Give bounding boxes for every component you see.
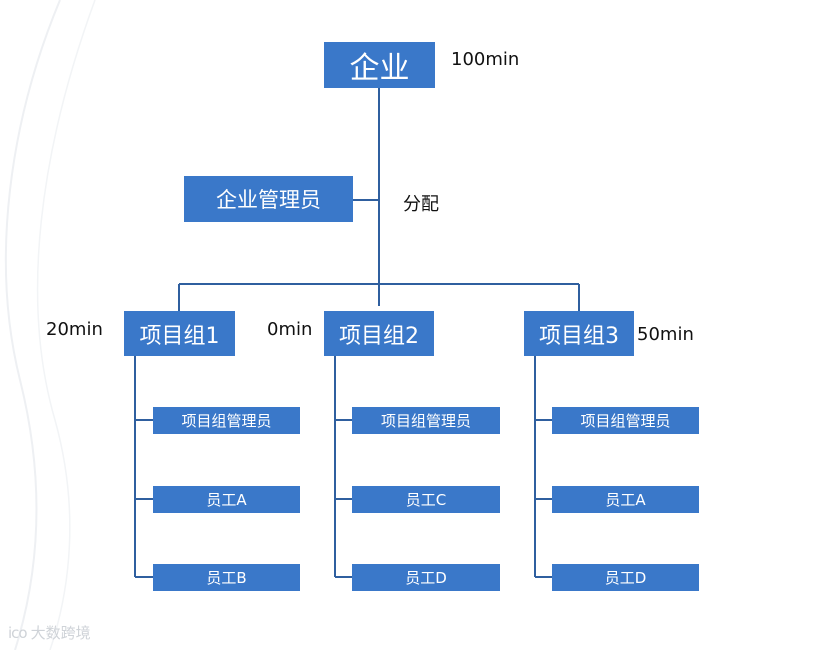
watermark-text: 大数跨境 — [30, 624, 91, 642]
enterprise-admin-node: 企业管理员 — [184, 176, 353, 222]
group-2-member-c-node: 员工C — [352, 486, 500, 513]
allocate-label: 分配 — [403, 194, 439, 215]
group-3-member-d-node: 员工D — [552, 564, 699, 591]
group-1-time-label: 20min — [46, 319, 103, 340]
watermark: ico 大数跨境 — [8, 622, 91, 643]
enterprise-time-label: 100min — [451, 49, 520, 70]
group-1-manager-node: 项目组管理员 — [153, 407, 300, 434]
project-group-3-node: 项目组3 — [524, 311, 634, 356]
project-group-1-node: 项目组1 — [124, 311, 235, 356]
group-1-member-b-node: 员工B — [153, 564, 300, 591]
group-2-time-label: 0min — [267, 319, 313, 340]
group-2-manager-node: 项目组管理员 — [352, 407, 500, 434]
group-3-manager-node: 项目组管理员 — [552, 407, 699, 434]
group-3-member-a-node: 员工A — [552, 486, 699, 513]
group-3-time-label: 50min — [637, 324, 694, 345]
group-1-member-a-node: 员工A — [153, 486, 300, 513]
enterprise-node: 企业 — [324, 42, 435, 88]
project-group-2-node: 项目组2 — [324, 311, 434, 356]
group-2-member-d-node: 员工D — [352, 564, 500, 591]
watermark-logo: ico — [8, 623, 28, 642]
